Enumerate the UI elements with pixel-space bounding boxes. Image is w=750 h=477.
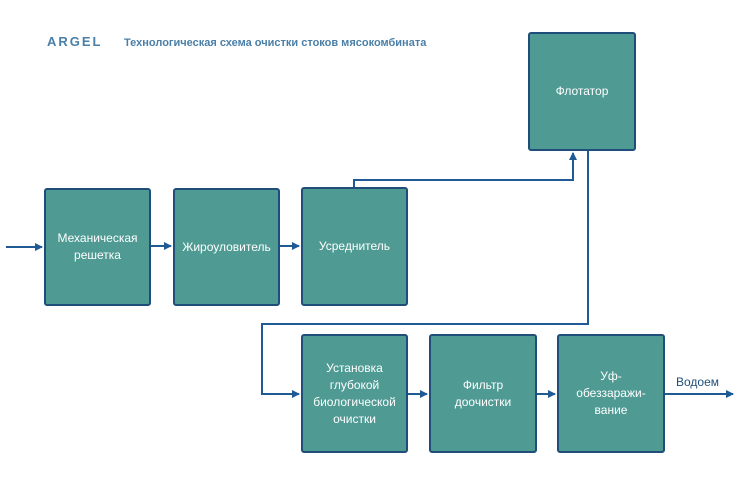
arrow-flot-to-bio bbox=[261, 151, 589, 398]
node-flotator: Флотатор bbox=[528, 32, 636, 151]
node-post-filter: Фильтр доочистки bbox=[429, 334, 537, 453]
arrow-avg-to-flot bbox=[353, 152, 577, 187]
node-fat-trap: Жироуловитель bbox=[173, 188, 280, 306]
diagram-title: Технологическая схема очистки стоков мяс… bbox=[124, 37, 427, 49]
outlet-label: Водоем bbox=[676, 375, 720, 389]
node-averager: Усреднитель bbox=[301, 187, 408, 306]
brand-logo: ARGEL bbox=[47, 34, 103, 49]
node-mechanical-grid: Механическая решетка bbox=[44, 188, 151, 306]
node-uv-disinfection: Уф- обеззаражи- вание bbox=[557, 334, 665, 453]
node-biological-treatment: Установка глубокой биологической очистки bbox=[301, 334, 408, 453]
